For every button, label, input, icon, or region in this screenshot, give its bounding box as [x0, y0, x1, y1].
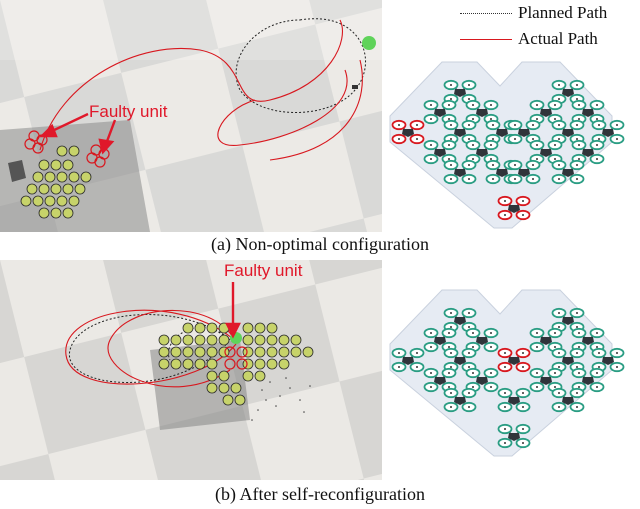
modules-b	[391, 307, 625, 449]
drone-module	[391, 347, 425, 373]
faulty-drone-module	[391, 119, 425, 145]
panel-b-simulation: Faulty unit	[0, 260, 382, 480]
drone-module	[443, 387, 477, 413]
drone-module	[465, 139, 499, 165]
drone-module	[571, 99, 605, 125]
debris	[251, 377, 311, 421]
faulty-unit-label-b: Faulty unit	[224, 261, 303, 280]
drone-module	[551, 347, 585, 373]
modules-a	[391, 79, 625, 221]
drone-module	[507, 159, 541, 185]
drone-module	[497, 423, 531, 449]
legend-planned: Planned Path	[460, 4, 607, 22]
panel-a-configuration-diagram	[382, 56, 640, 232]
legend-actual-label: Actual Path	[518, 29, 598, 48]
drone-module	[443, 347, 477, 373]
config-diagram-a	[389, 61, 625, 229]
legend-planned-label: Planned Path	[518, 3, 608, 22]
faulty-arrow-b	[225, 282, 241, 339]
faulty-arrows-a	[39, 112, 117, 155]
drone-module	[423, 99, 457, 125]
drone-module	[551, 387, 585, 413]
drone-cluster-b	[158, 322, 314, 406]
faulty-units-b	[224, 346, 248, 370]
actual-path-a	[39, 19, 363, 161]
drone-module	[423, 367, 457, 393]
panel-a-scene	[0, 0, 382, 232]
legend-planned-swatch	[460, 12, 512, 14]
legend-actual-swatch	[460, 38, 512, 40]
drone-module	[551, 159, 585, 185]
goal-marker	[362, 36, 376, 50]
drone-module	[443, 159, 477, 185]
panel-a-simulation: Faulty unit	[0, 0, 382, 232]
config-diagram-b	[389, 289, 625, 457]
drone-module	[443, 307, 477, 333]
drone-module	[591, 119, 625, 145]
panel-b-configuration-diagram	[382, 284, 640, 460]
legend-actual: Actual Path	[460, 30, 598, 48]
planned-path-a	[235, 18, 366, 113]
actual-path-b	[65, 309, 237, 388]
faulty-drone-module	[497, 347, 531, 373]
drone-module	[497, 387, 531, 413]
drone-module	[465, 367, 499, 393]
drone-module	[465, 327, 499, 353]
caption-a: (a) Non-optimal configuration	[211, 234, 429, 254]
panel-b-scene	[0, 260, 382, 480]
faulty-units-a	[24, 130, 110, 168]
drone-module	[551, 307, 585, 333]
drone-module	[443, 79, 477, 105]
caption-b: (b) After self-reconfiguration	[215, 484, 425, 504]
faulty-drone-module	[497, 195, 531, 221]
drone-module	[529, 99, 563, 125]
drone-module	[423, 139, 457, 165]
faulty-unit-label-a: Faulty unit	[89, 102, 168, 121]
drone-cluster-a	[8, 145, 92, 219]
drone-module	[571, 139, 605, 165]
